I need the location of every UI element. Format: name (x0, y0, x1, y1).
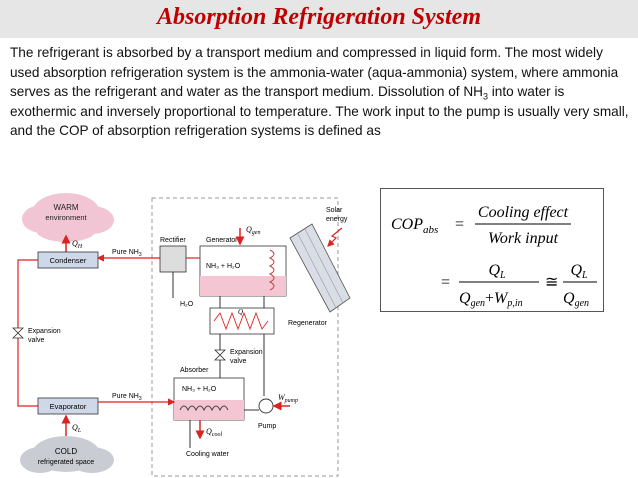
expansion-valve-left (12, 327, 24, 339)
absorber-liquid (174, 400, 244, 420)
condenser-label: Condenser (50, 256, 87, 265)
qh-label: QH (72, 239, 83, 250)
pure-nh3-top-label: Pure NH3 (112, 249, 142, 258)
nh3-h2o-abs-label: NH₃ + H₂O (182, 386, 217, 393)
expansion-left-top: Expansion (28, 328, 61, 335)
regenerator-zigzag (213, 311, 269, 331)
h2o-label: H₂O (180, 301, 194, 308)
formula-numerator: Cooling effect (478, 204, 569, 221)
paragraph-part2: into water is exothermic and inversely p… (10, 84, 629, 138)
generator-label: Generator (206, 237, 238, 244)
paragraph-subscript: 3 (482, 91, 488, 102)
cold-label-bottom: refrigerated space (38, 459, 95, 466)
formula-denominator: Work input (488, 230, 559, 247)
evaporator-box (37, 397, 99, 415)
expansion-mid-top: Expansion (230, 349, 263, 356)
wpump-label: Wpump (278, 393, 298, 404)
rectifier-box (159, 245, 187, 273)
qgen-label: Qgen (246, 225, 260, 236)
warm-cloud (22, 193, 114, 242)
solar-stripe-2 (304, 228, 344, 304)
formula-eq1: = (455, 216, 464, 233)
paragraph-part1: The refrigerant is absorbed by a transpo… (10, 45, 619, 99)
formula-ql2: QL (570, 262, 588, 281)
nh3-h2o-gen-label: NH₃ + H₂O (206, 263, 241, 270)
formula-eq2: = (441, 274, 450, 291)
warm-label-top: WARM (53, 203, 78, 212)
formula-cop: COPabs (391, 216, 438, 236)
ql-label: QL (72, 423, 82, 434)
formula-approx: ≅ (545, 274, 558, 291)
cold-cloud (20, 436, 114, 473)
pure-nh3-bottom-label: Pure NH3 (112, 393, 142, 402)
expansion-valve-mid (214, 349, 226, 361)
solar-stripe-1 (297, 233, 337, 309)
intro-paragraph: The refrigerant is absorbed by a transpo… (10, 43, 630, 141)
rectifier-label: Rectifier (160, 237, 186, 244)
absorber-label: Absorber (180, 367, 209, 374)
expansion-mid-bottom: valve (230, 358, 246, 365)
solar-label-bottom: energy (326, 216, 348, 223)
cooling-water-label: Cooling water (186, 451, 229, 458)
absorption-system-diagram: WARM environment QH Condenser Expansion … (12, 193, 351, 477)
system-boundary (151, 197, 339, 477)
regenerator-box (209, 307, 275, 335)
formula-ql: QL (488, 262, 506, 281)
solar-collector (289, 223, 351, 313)
slide-title: Absorption Refrigeration System (156, 4, 482, 30)
qcool-label: Qcool (206, 427, 222, 438)
title-bar (0, 0, 638, 38)
pump-circle (258, 398, 274, 414)
formula-denominator-2: Qgen+Wp,in (459, 290, 523, 309)
cold-label-top: COLD (55, 447, 77, 456)
absorber-coil (179, 405, 229, 412)
pump-label: Pump (258, 423, 276, 430)
generator-coil (268, 249, 275, 291)
warm-label-bottom: environment (45, 213, 87, 222)
regenerator-label: Regenerator (288, 320, 328, 327)
evaporator-label: Evaporator (50, 402, 87, 411)
cop-formula: COPabs = Cooling effect Work input = QL … (391, 204, 597, 309)
cop-formula-box: COPabs = Cooling effect Work input = QL … (380, 188, 604, 312)
generator-liquid (200, 276, 286, 296)
expansion-left-bottom: valve (28, 337, 44, 344)
solar-ray (327, 227, 343, 247)
formula-qgen2: Qgen (563, 290, 589, 309)
solar-label-top: Solar (326, 207, 343, 214)
q-mid-label: Q (238, 308, 243, 316)
